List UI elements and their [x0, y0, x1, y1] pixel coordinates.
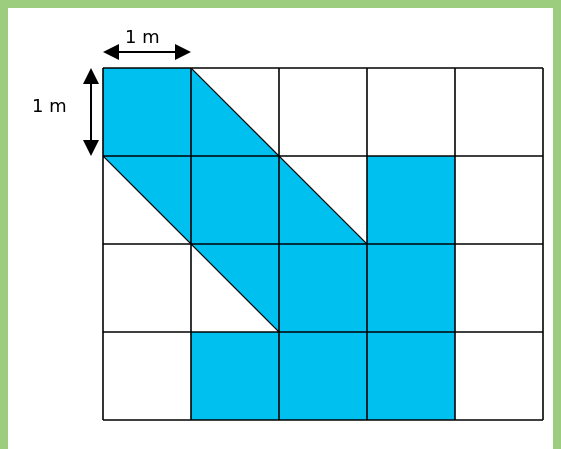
height-label: 1 m [32, 96, 67, 117]
dimension-arrows [83, 44, 191, 156]
lower-diagonal [102, 155, 280, 333]
shaded-square [103, 68, 191, 156]
upper-diagonal [190, 67, 368, 245]
diagonals [102, 67, 368, 333]
width-label: 1 m [125, 27, 160, 48]
